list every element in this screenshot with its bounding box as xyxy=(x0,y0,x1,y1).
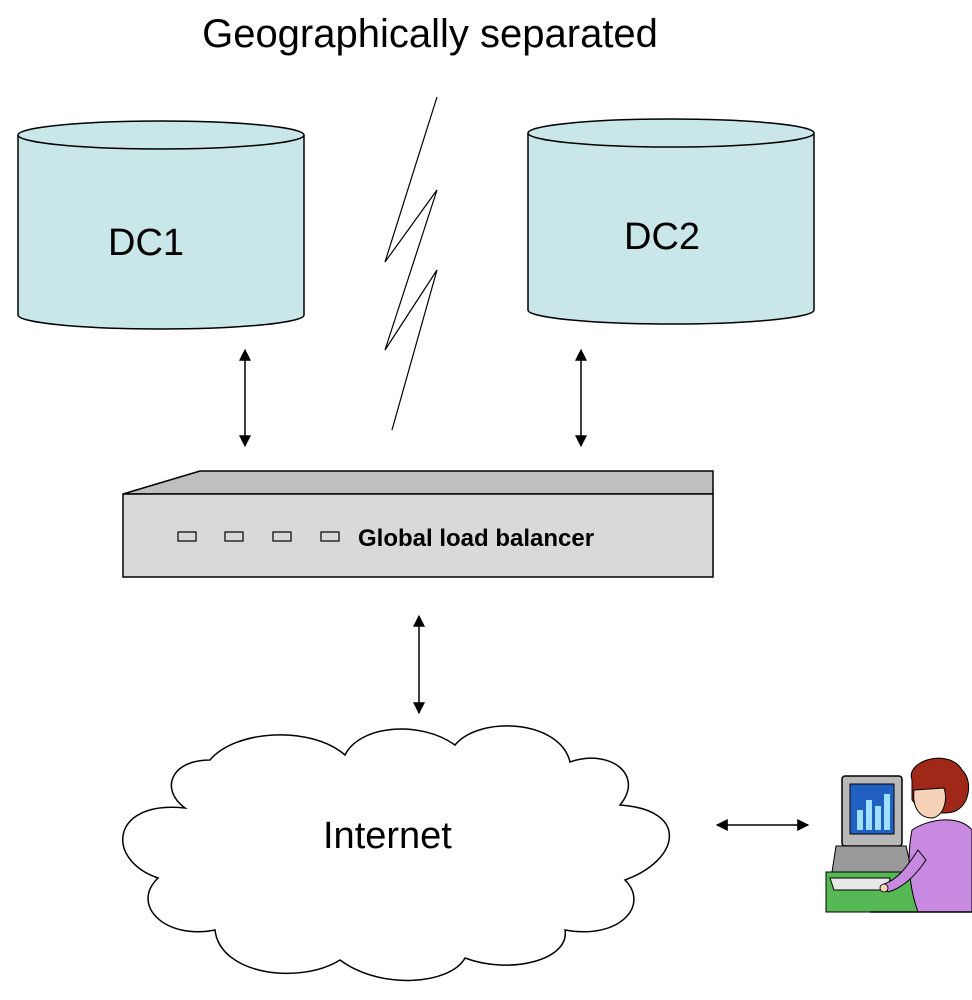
separation-lightning xyxy=(384,96,438,431)
balancer-port-lights xyxy=(177,531,340,542)
dc1-label: DC1 xyxy=(108,222,185,264)
port-light-4 xyxy=(320,531,340,542)
dc2-cylinder xyxy=(527,118,815,325)
internet-cloud xyxy=(122,725,671,982)
port-light-3 xyxy=(272,531,292,542)
diagram-title: Geographically separated xyxy=(202,12,658,56)
dc1-cylinder xyxy=(17,120,305,330)
internet-label: Internet xyxy=(323,815,452,857)
load-balancer-label: Global load balancer xyxy=(358,525,595,552)
user-at-computer-icon xyxy=(825,757,972,913)
dc2-label: DC2 xyxy=(624,216,701,258)
load-balancer-box xyxy=(122,470,714,578)
port-light-2 xyxy=(224,531,244,542)
port-light-1 xyxy=(177,531,197,542)
